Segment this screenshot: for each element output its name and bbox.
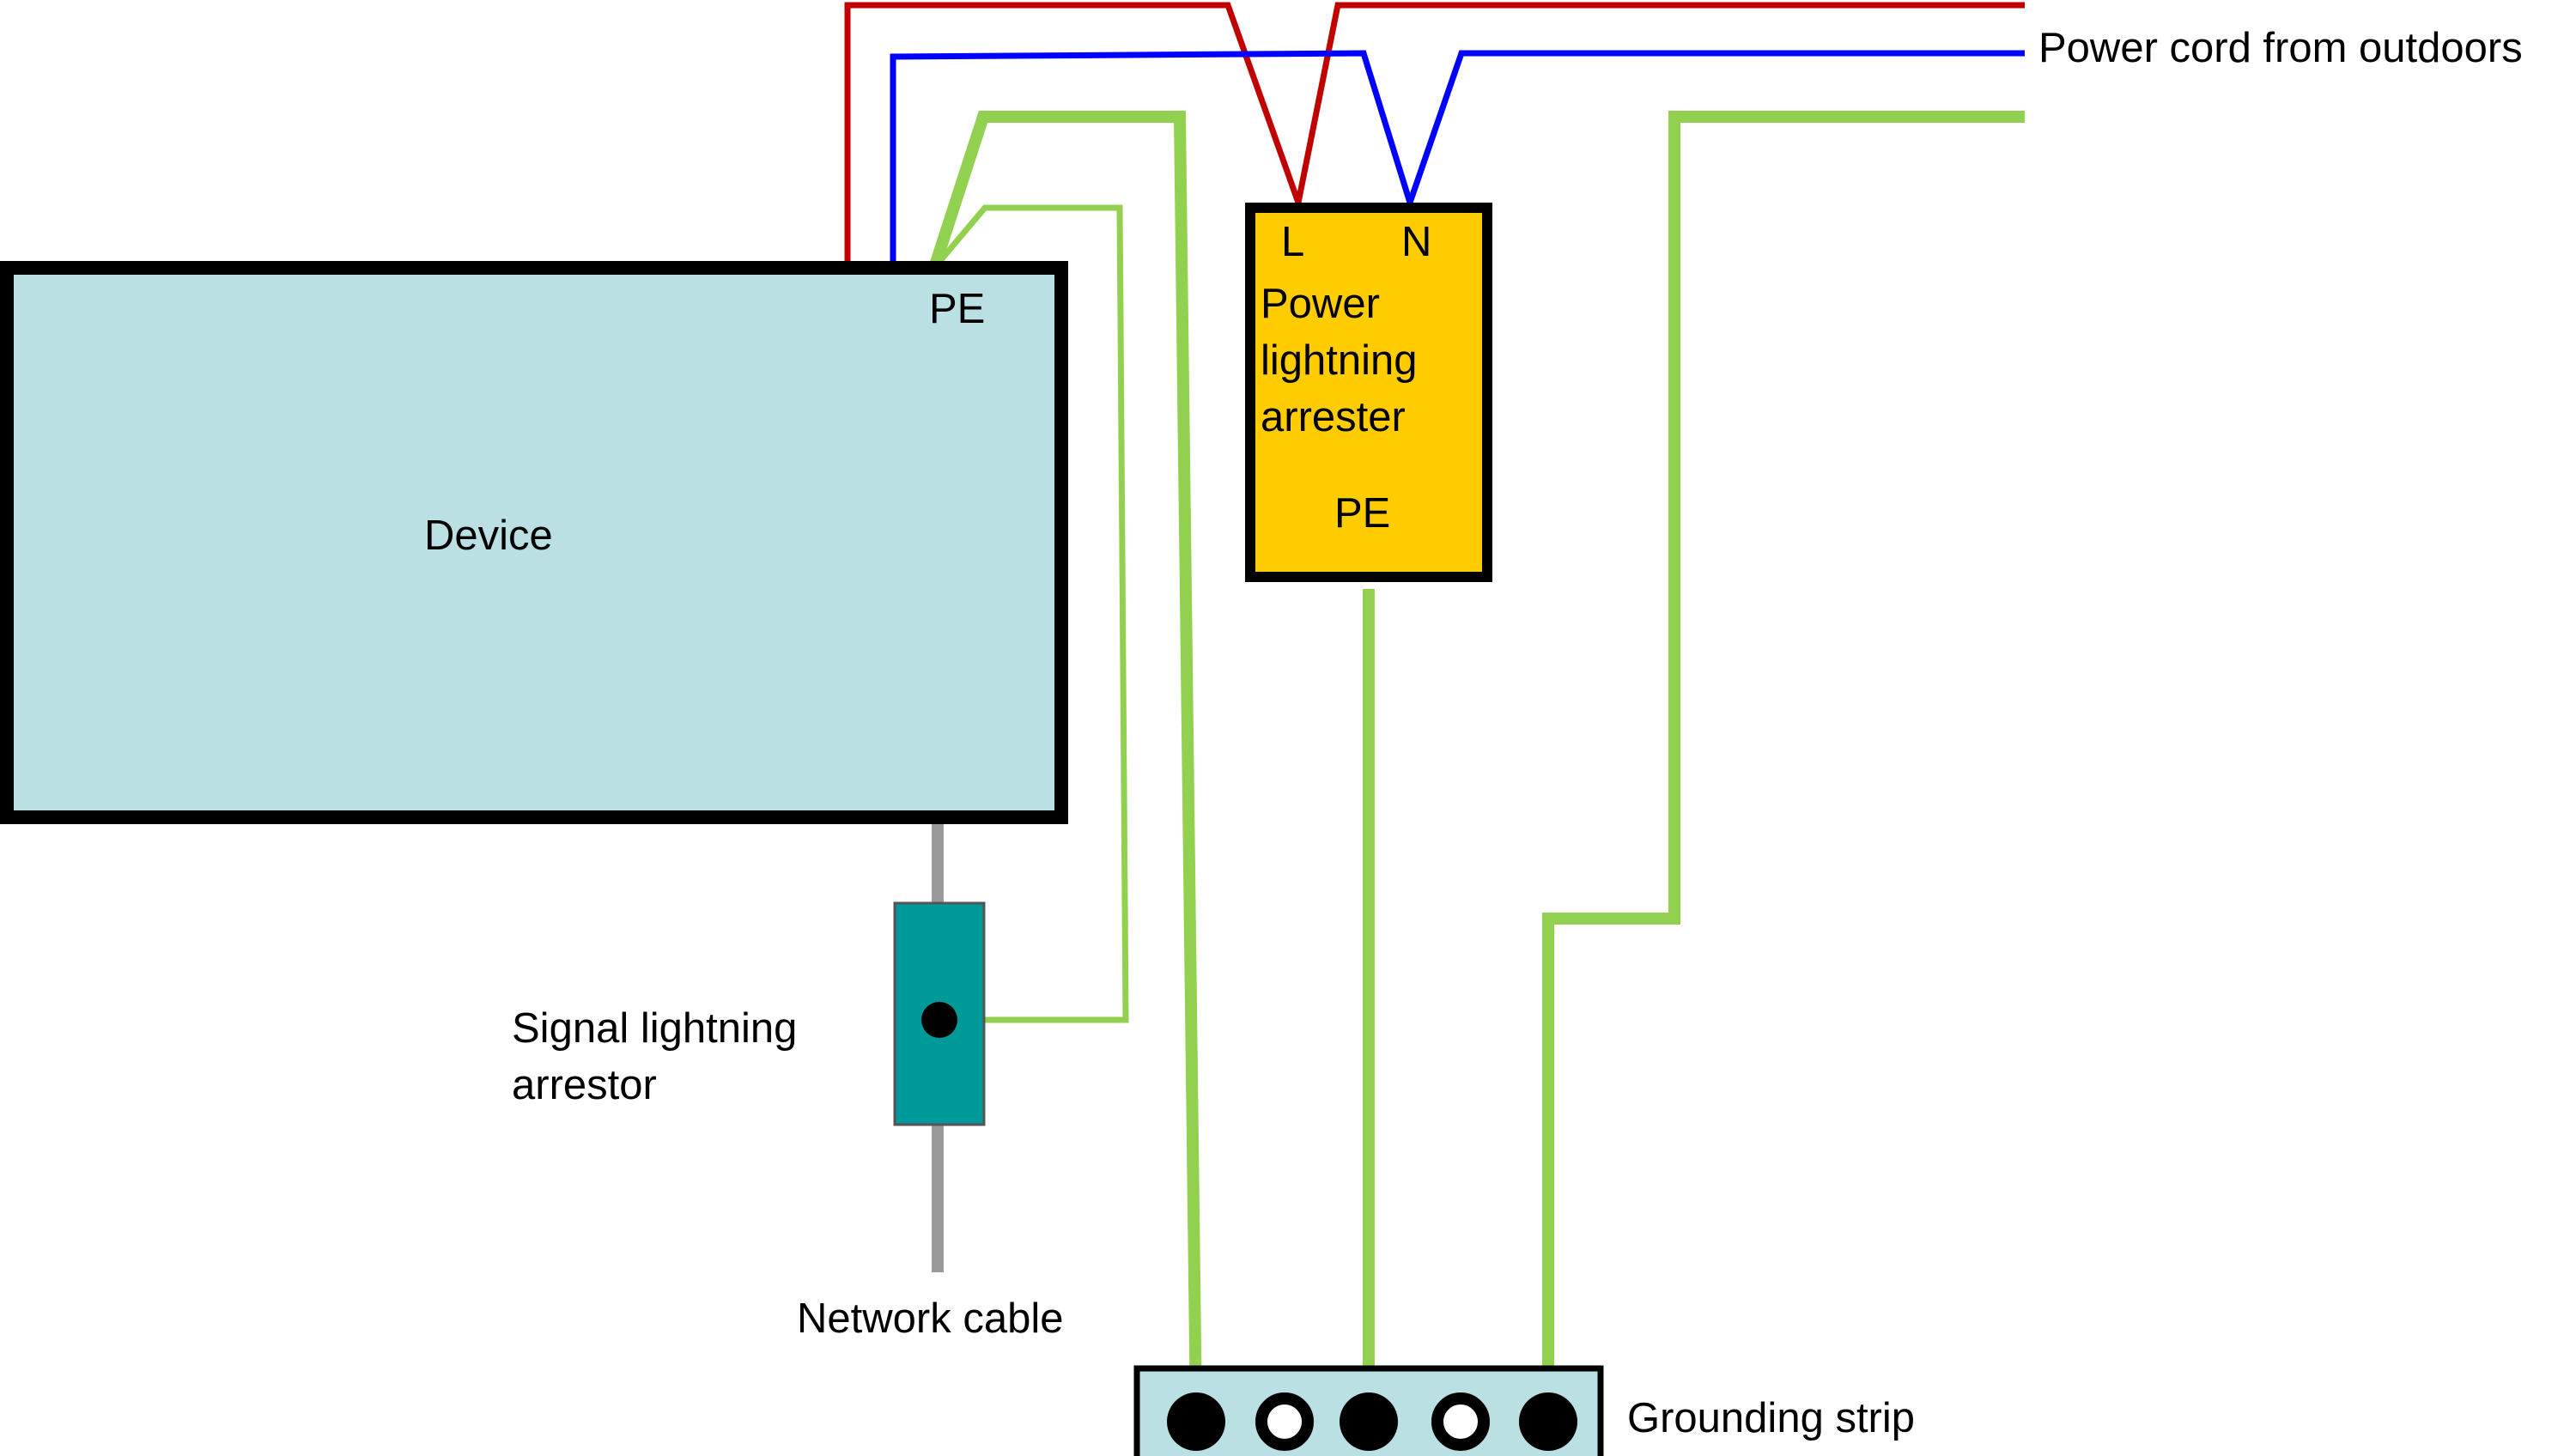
grounding-terminal-filled [1167, 1392, 1225, 1451]
signal-arrestor-label-line1: Signal lightning [512, 1005, 797, 1052]
grounding-terminal-empty [1255, 1392, 1314, 1451]
power-arrester-pe-label: PE [1334, 490, 1390, 537]
network-cable-label: Network cable [797, 1295, 1063, 1342]
power-arrester-label-line3: arrester [1261, 394, 1406, 440]
signal-arrestor-label-line2: arrestor [512, 1062, 657, 1108]
grounding-terminal-empty [1431, 1392, 1490, 1451]
outdoor-ground-wire [1542, 111, 2025, 1417]
live-wire-device [844, 2, 1302, 268]
grounding-strip-label: Grounding strip [1627, 1395, 1915, 1441]
arrester-n-label: N [1401, 219, 1431, 265]
grounding-terminal-filled [1519, 1392, 1577, 1451]
power-lightning-arrester-box [1245, 203, 1492, 582]
arrester-l-label: L [1281, 219, 1304, 265]
live-wire-outdoor [1295, 2, 2025, 203]
device-pe-ground-wire [928, 111, 1202, 1417]
device-label: Device [424, 513, 553, 559]
power-arrester-label-line2: lightning [1261, 337, 1418, 384]
grounding-terminal-filled [1340, 1392, 1398, 1451]
power-arrester-label-line1: Power [1261, 281, 1380, 327]
device-box [0, 261, 1068, 824]
power-cord-label: Power cord from outdoors [2038, 25, 2523, 71]
device-pe-label: PE [929, 286, 985, 332]
signal-arrestor-terminal [921, 1002, 957, 1038]
neutral-wire-outdoor [1406, 50, 2025, 204]
signal-arrestor-ground-wire [932, 204, 1129, 1023]
neutral-wire-device [890, 50, 1413, 268]
